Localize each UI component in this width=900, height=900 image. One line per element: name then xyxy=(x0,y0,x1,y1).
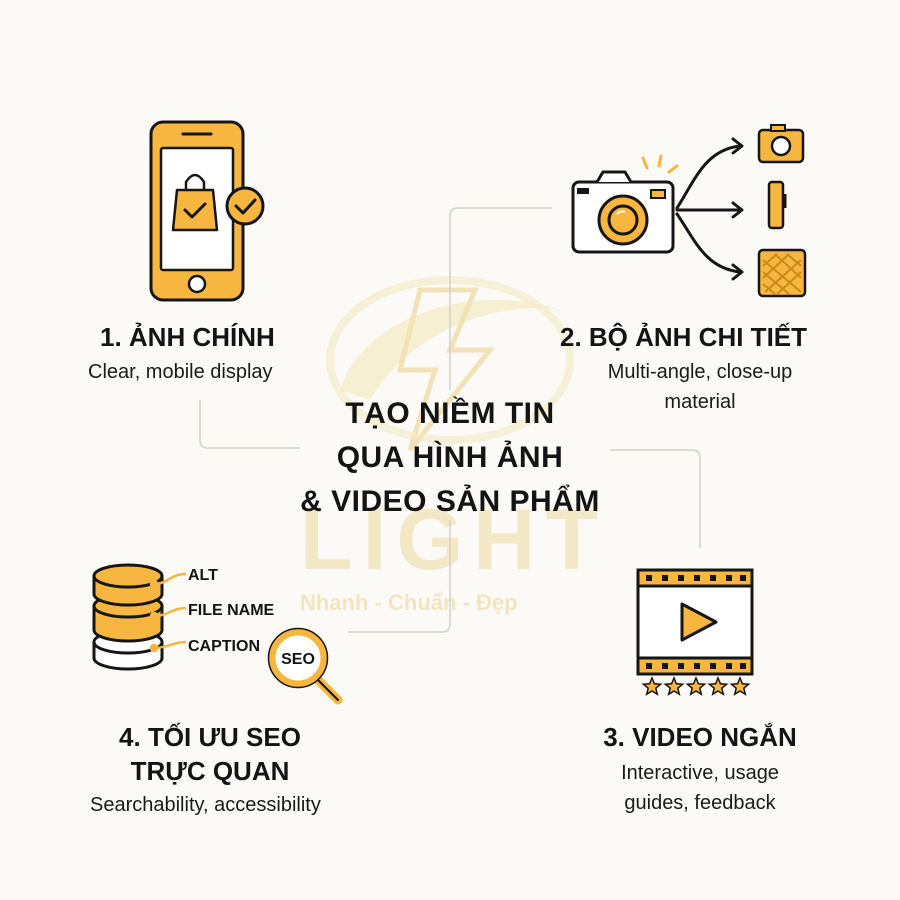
video-player-icon xyxy=(636,568,754,676)
smartphone-shopping-bag-check-icon xyxy=(149,120,265,302)
item-1-heading: 1. ẢNH CHÍNH xyxy=(100,322,275,352)
seo-label-caption: CAPTION xyxy=(188,638,260,655)
watermark-bolt-icon xyxy=(396,287,496,452)
star-icon xyxy=(663,676,685,696)
title-line-2: QUA HÌNH ẢNH xyxy=(336,441,564,474)
rating-stars xyxy=(641,675,761,699)
star-icon xyxy=(707,676,729,696)
camera-multi-angle-icon xyxy=(571,124,807,298)
item-4-heading-line-2: TRỰC QUAN xyxy=(130,756,290,786)
item-3-desc-line-1: Interactive, usage xyxy=(621,762,779,784)
item-2-desc: Multi-angle, close-up material xyxy=(570,357,830,417)
database-seo-icon: ALT FILE NAME CAPTION SEO xyxy=(92,563,343,705)
connector-right xyxy=(610,449,701,548)
item-3-desc-line-2: guides, feedback xyxy=(624,792,776,814)
material-texture-icon xyxy=(757,248,807,298)
center-title: TẠO NIỀM TIN QUA HÌNH ẢNH & VIDEO SẢN PH… xyxy=(200,392,700,524)
item-2-heading: 2. BỘ ẢNH CHI TIẾT xyxy=(560,322,808,352)
seo-magnifier-label: SEO xyxy=(281,651,315,668)
magnifier-icon: SEO xyxy=(267,627,343,705)
side-angle-icon xyxy=(767,180,787,230)
connector-left xyxy=(199,400,300,449)
camera-flash-rays xyxy=(641,154,679,174)
title-line-3: & VIDEO SẢN PHẨM xyxy=(300,485,600,518)
watermark-tagline: Nhanh - Chuẩn - Đẹp xyxy=(300,590,518,615)
star-icon xyxy=(729,676,751,696)
star-icon xyxy=(641,676,663,696)
rating-stars-svg xyxy=(641,676,751,696)
item-3-heading: 3. VIDEO NGẮN xyxy=(603,722,797,752)
item-1-desc: Clear, mobile display xyxy=(88,361,273,383)
small-camera-icon xyxy=(757,124,805,164)
connector-bottom-left xyxy=(348,520,451,633)
title-line-1: TẠO NIỀM TIN xyxy=(345,397,555,430)
item-4-heading-line-1: 4. TỐI ƯU SEO xyxy=(119,722,301,752)
item-4-desc: Searchability, accessibility xyxy=(90,794,321,816)
item-2-desc-line-2: material xyxy=(664,391,736,413)
connector-top-right xyxy=(449,207,552,390)
seo-label-file-name: FILE NAME xyxy=(188,602,275,619)
item-2-desc-line-1: Multi-angle, close-up xyxy=(607,361,793,383)
star-icon xyxy=(685,676,707,696)
play-icon xyxy=(680,602,718,642)
item-4-heading: 4. TỐI ƯU SEO TRỰC QUAN xyxy=(90,720,330,788)
database-icon xyxy=(92,563,164,671)
seo-label-alt: ALT xyxy=(188,567,218,584)
item-3-desc: Interactive, usage guides, feedback xyxy=(570,758,830,818)
watermark-brand: LIGHT xyxy=(300,492,608,588)
